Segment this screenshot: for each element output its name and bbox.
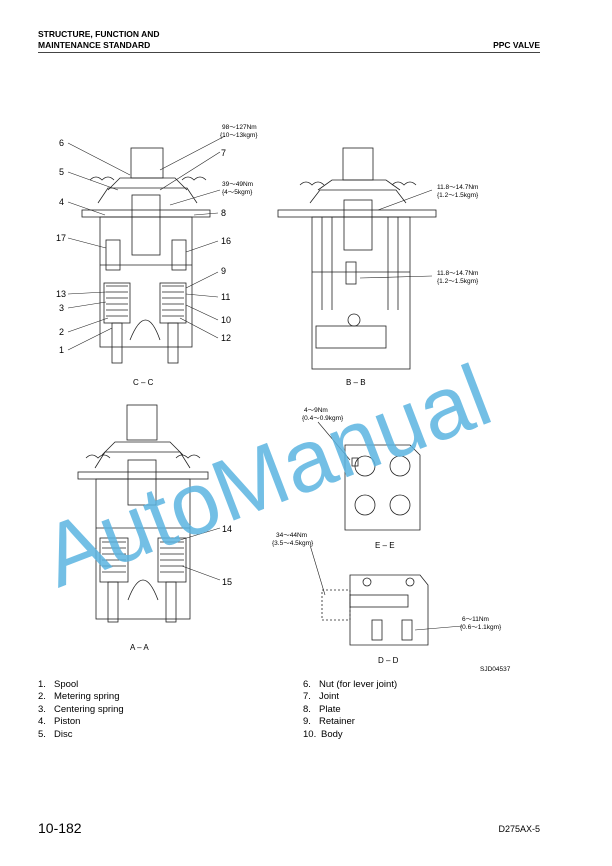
view-cc [81,147,211,364]
callout-16: 16 [221,236,231,246]
parts-legend-left: 1. Spool 2. Metering spring 3. Centering sp… [38,679,124,741]
header-title-line1: STRUCTURE, FUNCTION AND [38,29,160,39]
legend-num: 9. [303,716,311,728]
view-ee [344,444,421,531]
svg-text:{4～5kgm}: {4～5kgm} [222,189,253,196]
torque-spec-dd-right: 6～11Nm {0.6～1.1kgm} [460,616,502,631]
callout-7: 7 [221,148,226,158]
svg-text:{0.4～0.9kgm}: {0.4～0.9kgm} [302,415,344,422]
model-code: D275AX-5 [498,824,540,834]
legend-item: 6. Nut (for lever joint) [303,679,397,691]
callout-6: 6 [59,138,64,148]
svg-text:{1.2～1.5kgm}: {1.2～1.5kgm} [437,278,479,285]
svg-text:34～44Nm: 34～44Nm [276,532,307,539]
view-aa [77,404,209,623]
torque-spec-bb-lower: 11.8～14.7Nm {1.2～1.5kgm} [437,270,479,285]
svg-text:98～127Nm: 98～127Nm [222,124,257,131]
legend-num: 2. [38,691,46,703]
svg-text:11.8～14.7Nm: 11.8～14.7Nm [437,270,478,277]
legend-label: Body [321,728,343,740]
torque-spec-top: 98～127Nm {10～13kgm} [220,124,258,139]
page-number: 10-182 [38,820,82,836]
svg-text:11.8～14.7Nm: 11.8～14.7Nm [437,184,478,191]
legend-item: 5. Disc [38,729,124,741]
callout-13: 13 [56,289,66,299]
legend-label: Plate [319,703,341,715]
legend-num: 6. [303,679,311,690]
callout-15: 15 [222,577,232,587]
view-cc-leaders [67,135,226,351]
header-chapter: PPC VALVE [493,40,540,50]
legend-label: Nut (for lever joint) [319,679,398,690]
view-label-bb: B – B [346,378,366,387]
legend-label: Piston [54,716,81,728]
callout-10: 10 [221,315,231,325]
callout-1: 1 [59,345,64,355]
legend-num: 10. [303,728,317,740]
callout-5: 5 [59,167,64,177]
svg-text:{10～13kgm}: {10～13kgm} [220,132,258,139]
legend-label: Spool [54,679,79,690]
torque-spec-bb-upper: 11.8～14.7Nm {1.2～1.5kgm} [437,184,479,199]
header-title-line2: MAINTENANCE STANDARD [38,40,151,50]
torque-spec-nut: 39～49Nm {4～5kgm} [222,181,253,196]
view-aa-leaders [179,527,221,581]
view-dd [321,574,429,646]
view-bb [277,147,437,370]
callout-9: 9 [221,266,226,276]
header-section-title: STRUCTURE, FUNCTION AND MAINTENANCE STAN… [38,29,160,51]
legend-item: 1. Spool [38,679,124,691]
callout-8: 8 [221,208,226,218]
svg-text:6～11Nm: 6～11Nm [462,616,489,623]
view-label-cc: C – C [133,378,154,387]
legend-num: 3. [38,703,46,715]
legend-num: 8. [303,703,311,715]
torque-spec-ee: 4～9Nm {0.4～0.9kgm} [302,407,344,422]
legend-label: Disc [54,728,73,740]
legend-item: 9. Retainer [303,716,397,728]
legend-label: Joint [319,691,340,703]
legend-item: 10. Body [303,729,397,741]
callout-2: 2 [59,327,64,337]
view-ee-leader [317,421,351,461]
view-label-dd: D – D [378,656,399,665]
view-label-aa: A – A [130,643,149,652]
legend-item: 4. Piston [38,716,124,728]
legend-item: 3. Centering spring [38,704,124,716]
svg-text:{3.5～4.5kgm}: {3.5～4.5kgm} [272,540,314,547]
callout-3: 3 [59,303,64,313]
legend-num: 1. [38,679,46,690]
legend-item: 8. Plate [303,704,397,716]
svg-text:39～49Nm: 39～49Nm [222,181,253,188]
parts-legend-right: 6.Nut (for lever joint) 7.Joint 8.Plate … [303,679,397,741]
svg-text:{1.2～1.5kgm}: {1.2～1.5kgm} [437,192,479,199]
legend-label: Metering spring [54,691,120,703]
legend-item: 7. Joint [303,691,397,703]
callout-17: 17 [56,233,66,243]
callout-14: 14 [222,524,232,534]
view-label-ee: E – E [375,541,395,550]
view-cc-callouts: 6 5 4 17 13 3 2 1 7 8 16 9 11 10 12 [56,138,231,355]
legend-label: Retainer [319,716,355,728]
legend-item: 2. Metering spring [38,691,124,703]
svg-text:4～9Nm: 4～9Nm [304,407,328,414]
view-dd-leaders [309,544,463,631]
legend-num: 7. [303,691,311,703]
drawing-code: SJD04537 [480,666,511,673]
view-bb-leaders [359,189,433,279]
legend-num: 4. [38,716,46,728]
view-aa-callouts: 14 15 [222,524,232,587]
callout-12: 12 [221,333,231,343]
header-divider [38,52,540,53]
svg-text:{0.6～1.1kgm}: {0.6～1.1kgm} [460,624,502,631]
legend-label: Centering spring [54,703,124,715]
legend-num: 5. [38,728,46,740]
callout-11: 11 [221,292,230,302]
torque-spec-dd-left: 34～44Nm {3.5～4.5kgm} [272,532,314,547]
callout-4: 4 [59,197,64,207]
